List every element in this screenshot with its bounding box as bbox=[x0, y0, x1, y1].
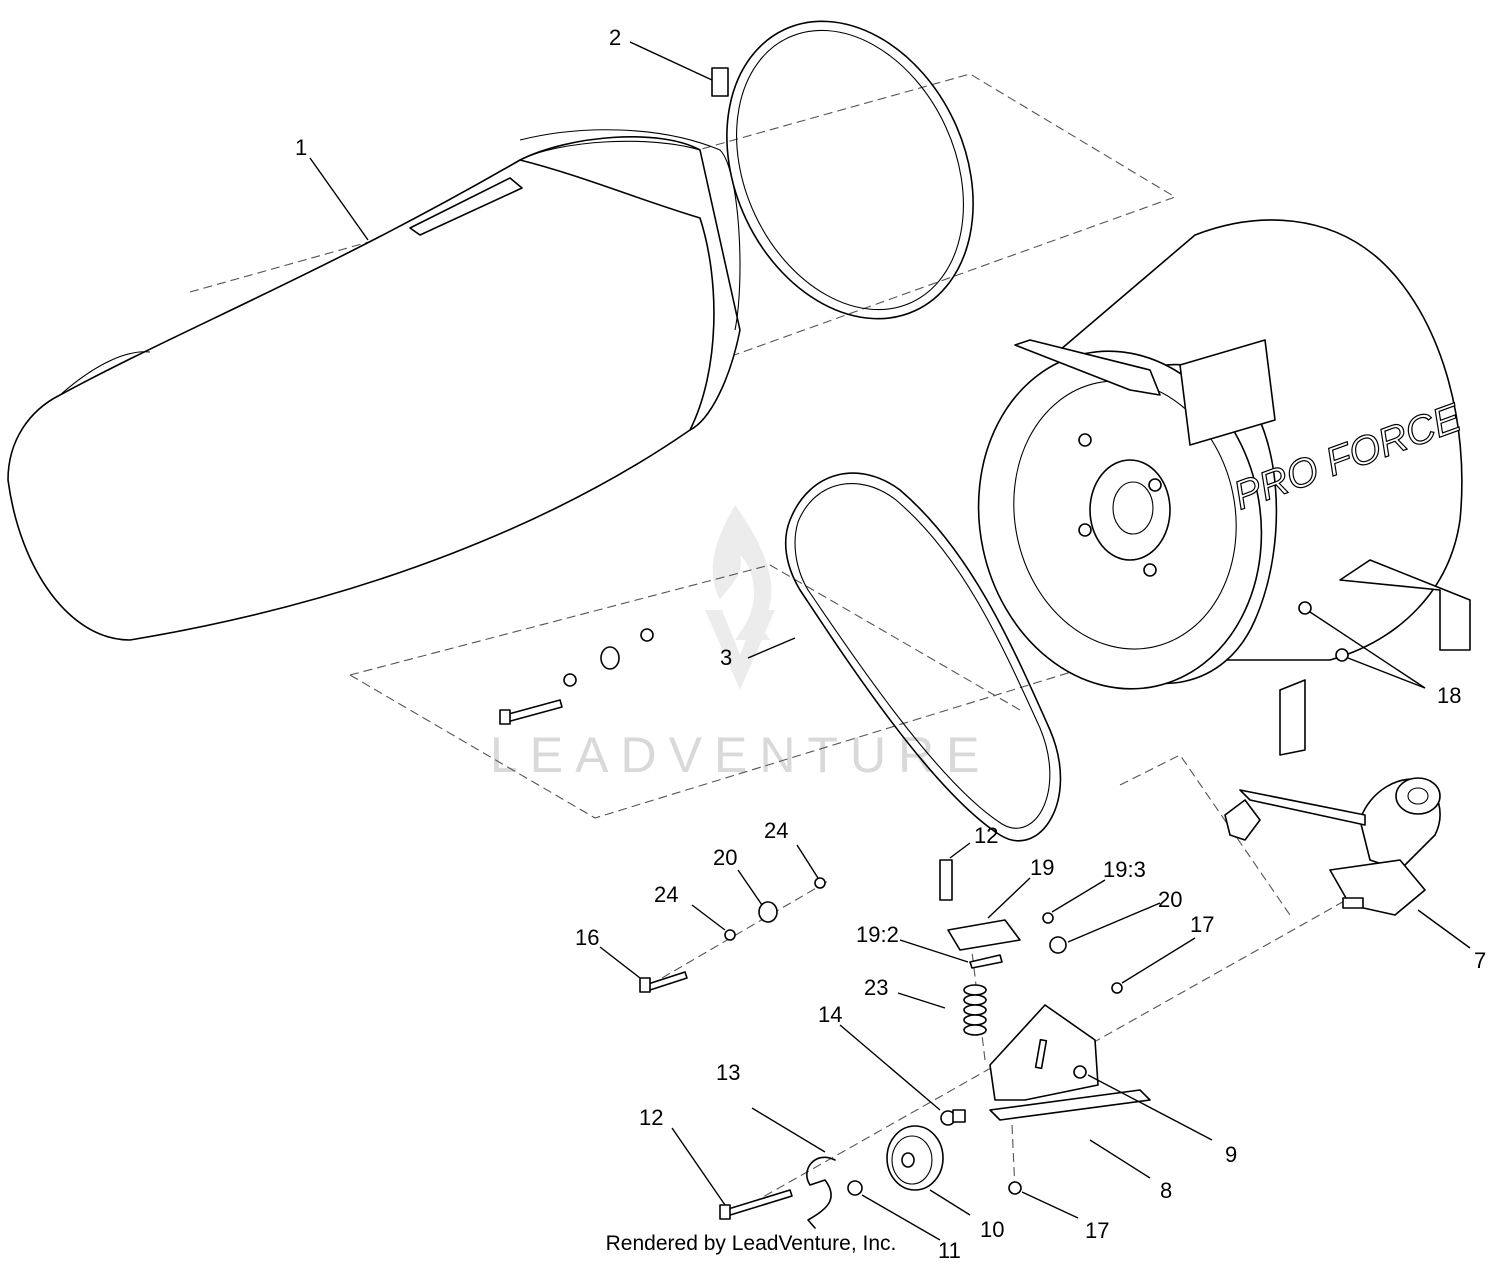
callout-8: 8 bbox=[1160, 1178, 1172, 1203]
callout-19-3: 19:3 bbox=[1103, 857, 1146, 882]
drive-belt bbox=[784, 472, 1062, 842]
mount-bracket-8 bbox=[989, 1004, 1151, 1121]
callout-11: 11 bbox=[938, 1238, 961, 1263]
callout-labels: 1 2 3 18 24 20 24 16 12 19 19:3 20 19:2 … bbox=[295, 25, 1486, 1263]
callout-leaders bbox=[309, 41, 1471, 1241]
callout-20-right: 20 bbox=[1158, 887, 1182, 912]
watermark-text: LEADVENTURE bbox=[490, 727, 992, 783]
nut-17-lower bbox=[1008, 1181, 1022, 1195]
callout-17-lower: 17 bbox=[1085, 1218, 1109, 1243]
callout-23: 23 bbox=[864, 975, 888, 1000]
callout-14: 14 bbox=[818, 1002, 842, 1027]
nut-11 bbox=[847, 1180, 863, 1196]
nut-14 bbox=[940, 1109, 966, 1126]
callout-13: 13 bbox=[716, 1060, 740, 1085]
leadventure-watermark: LEADVENTURE bbox=[490, 505, 992, 783]
bolt-stack-16 bbox=[639, 877, 826, 993]
callout-16: 16 bbox=[575, 925, 599, 950]
callout-10: 10 bbox=[980, 1217, 1004, 1242]
callout-24-lower: 24 bbox=[654, 882, 678, 907]
callout-1: 1 bbox=[295, 135, 307, 160]
discharge-tube bbox=[7, 129, 741, 641]
blower-housing: PRO FORCE bbox=[977, 219, 1471, 756]
render-credit: Rendered by LeadVenture, Inc. bbox=[0, 1232, 1500, 1256]
callout-18: 18 bbox=[1437, 683, 1461, 708]
hook-13 bbox=[806, 1156, 836, 1229]
callout-2: 2 bbox=[609, 25, 621, 50]
nuts-18 bbox=[1298, 601, 1349, 662]
spring-23 bbox=[963, 984, 987, 1036]
callout-7: 7 bbox=[1474, 948, 1486, 973]
mounting-hardware-upper bbox=[499, 628, 654, 725]
callout-17-upper: 17 bbox=[1190, 912, 1214, 937]
callout-19-2: 19:2 bbox=[856, 922, 899, 947]
callout-20-left: 20 bbox=[713, 845, 737, 870]
clamp-ring bbox=[711, 20, 974, 320]
callout-9: 9 bbox=[1225, 1142, 1237, 1167]
idler-arm-19 bbox=[939, 859, 1123, 994]
callout-24-upper: 24 bbox=[764, 818, 788, 843]
bolt-12-lower bbox=[719, 1189, 793, 1220]
pulley-10 bbox=[886, 1125, 944, 1191]
callout-12-lower: 12 bbox=[639, 1105, 663, 1130]
callout-12-upper: 12 bbox=[974, 823, 998, 848]
render-credit-text: Rendered by LeadVenture, Inc. bbox=[605, 1232, 897, 1255]
actuator-motor bbox=[1224, 777, 1441, 916]
callout-3: 3 bbox=[720, 645, 732, 670]
callout-19: 19 bbox=[1030, 855, 1054, 880]
